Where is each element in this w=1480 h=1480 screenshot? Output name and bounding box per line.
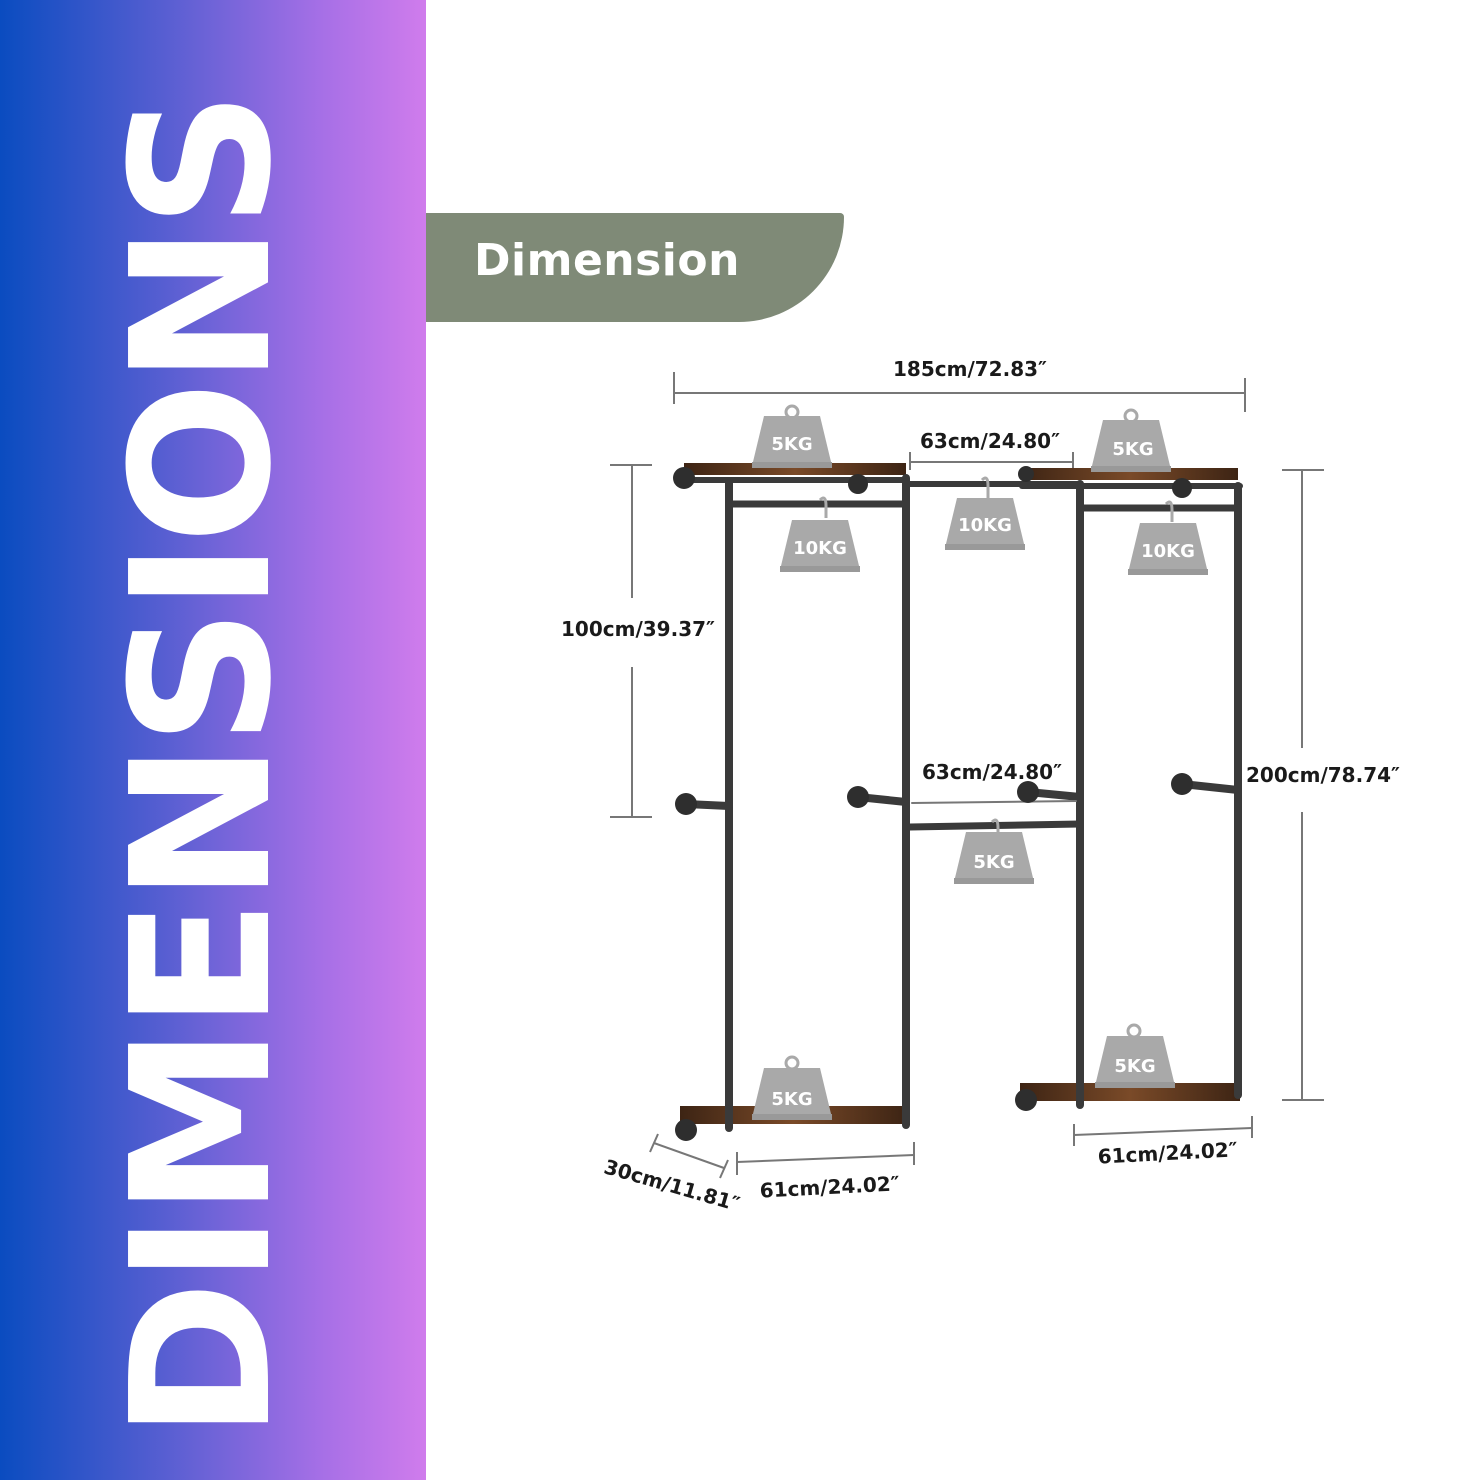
wood-shelves <box>680 463 1240 1124</box>
weight-label: 10KG <box>793 538 847 559</box>
tab-label: Dimension <box>474 235 740 286</box>
right-shelf-width-label: 61cm/24.02″ <box>1097 1137 1238 1168</box>
weight-label: 5KG <box>771 434 812 455</box>
weight-center-mid-rod: 5KG <box>954 818 1034 884</box>
dimension-lines <box>610 372 1324 1179</box>
overall-width-label: 185cm/72.83″ <box>893 357 1047 381</box>
dimension-tab: Dimension <box>426 213 844 322</box>
total-height-label: 200cm/78.74″ <box>1246 763 1400 787</box>
weight-right-rod: 10KG <box>1128 500 1208 575</box>
weight-label: 10KG <box>1141 541 1195 562</box>
depth-label: 30cm/11.81″ <box>601 1154 742 1216</box>
weight-label: 5KG <box>973 852 1014 873</box>
side-banner: DIMENSIONS <box>0 0 426 1480</box>
weight-bottom-right: 5KG <box>1095 1023 1175 1088</box>
upper-height-label: 100cm/39.37″ <box>561 617 715 641</box>
pipe-flanges <box>673 466 1193 1141</box>
weight-bottom-left: 5KG <box>752 1055 832 1120</box>
weight-top-left: 5KG <box>752 404 832 468</box>
weight-label: 5KG <box>771 1089 812 1110</box>
weight-label: 5KG <box>1112 439 1153 460</box>
weight-label: 10KG <box>958 515 1012 536</box>
weight-left-rod: 10KG <box>780 496 860 572</box>
center-mid-width-label: 63cm/24.80″ <box>922 760 1062 784</box>
weight-center-top-rod: 10KG <box>945 476 1025 550</box>
center-top-width-label: 63cm/24.80″ <box>920 429 1060 453</box>
pipe-frame <box>681 474 1243 1132</box>
weight-label: 5KG <box>1114 1056 1155 1077</box>
weight-top-right: 5KG <box>1091 408 1171 472</box>
left-shelf-width-label: 61cm/24.02″ <box>759 1171 900 1202</box>
